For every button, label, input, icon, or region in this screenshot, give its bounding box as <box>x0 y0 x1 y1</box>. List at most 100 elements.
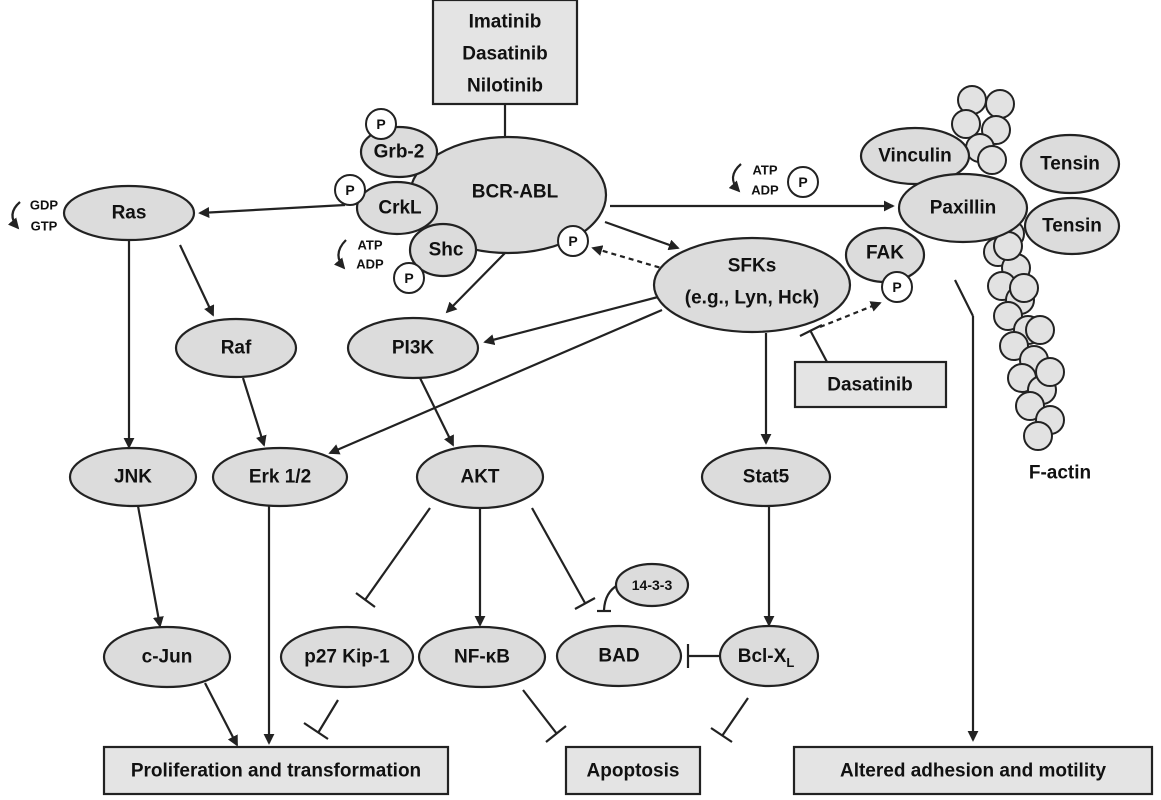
node-bclxl <box>718 624 820 688</box>
node-tensin-right-label: Tensin <box>1042 216 1102 237</box>
node-bcr-abl-label: BCR-ABL <box>472 182 559 203</box>
curl-gdp-gtp <box>7 201 21 230</box>
edge-sfks-pi3k <box>483 295 659 346</box>
node-14-3-3-label: 14-3-3 <box>632 577 673 593</box>
node-14-3-3 <box>614 562 690 608</box>
node-akt <box>415 444 545 510</box>
drug-box-top: Imatinib Dasatinib Nilotinib <box>431 0 579 106</box>
node-shc <box>408 222 478 278</box>
node-bad-label: BAD <box>598 646 639 667</box>
node-erk <box>211 446 349 508</box>
inhibit-p27-proliferation <box>317 699 339 734</box>
node-paxillin <box>897 172 1029 244</box>
node-vinculin-label: Vinculin <box>878 146 952 167</box>
node-nfkb-label: NF-κB <box>454 647 510 668</box>
phospho-fak <box>881 271 913 303</box>
node-bclxl-subscript: L <box>786 655 794 670</box>
node-jnk <box>68 446 198 508</box>
phospho-shc <box>393 262 425 294</box>
edges <box>123 104 979 747</box>
node-p27 <box>279 625 415 689</box>
actin-bead <box>1023 421 1053 451</box>
edge-paxillin-adhesion-branch <box>954 279 974 317</box>
node-akt-label: AKT <box>460 467 499 488</box>
atp-label-shc: ATP <box>357 238 382 253</box>
inhibit-bclxl-apoptosis <box>721 697 749 737</box>
inhibit-nfkb-apoptosis <box>522 689 558 735</box>
edge-jnk-cjun <box>136 505 164 628</box>
node-ras-label: Ras <box>112 203 147 224</box>
node-sfks <box>652 236 852 334</box>
node-sfks-label: SFKs <box>728 256 777 277</box>
node-pi3k <box>346 316 480 380</box>
f-actin-chain <box>951 85 1065 451</box>
phospho-shc-label: P <box>404 270 413 286</box>
phospho-fak-label: P <box>892 279 901 295</box>
node-bclxl-main: Bcl-X <box>738 646 787 667</box>
node-crkl-label: CrkL <box>378 198 422 219</box>
phospho-grb2-label: P <box>376 116 385 132</box>
drug-label-nilotinib: Nilotinib <box>467 76 543 97</box>
node-paxillin-label: Paxillin <box>930 198 997 219</box>
phospho-crkl-label: P <box>345 182 354 198</box>
drug-box-dasatinib-label: Dasatinib <box>827 375 913 396</box>
phospho-free <box>787 166 819 198</box>
drug-box-frame <box>431 0 579 106</box>
inhibit-bclxl-apoptosis-bar <box>710 727 733 743</box>
actin-bead <box>951 109 981 139</box>
inhibit-akt-p27 <box>364 507 431 601</box>
edge-sfks-fak-phospho <box>819 301 882 329</box>
outcome-apoptosis-label: Apoptosis <box>587 761 680 782</box>
f-actin-label: F-actin <box>1029 463 1091 484</box>
node-tensin-top <box>1019 133 1121 195</box>
node-erk-label: Erk 1/2 <box>249 467 311 488</box>
edge-pi3k-akt <box>419 377 454 447</box>
inhibit-akt-p27-bar <box>355 592 376 608</box>
curl-atp-adp-paxillin <box>728 163 742 193</box>
node-cjun <box>102 625 232 689</box>
node-fak-label: FAK <box>866 243 904 264</box>
node-vinculin <box>859 126 971 186</box>
inhibit-dasatinib-sfks-bar <box>799 324 823 337</box>
bcr-abl-complex: BCR-ABL Grb-2 CrkL Shc P P P P <box>334 108 608 294</box>
phospho-bcr-abl <box>557 225 589 257</box>
node-bad <box>555 624 683 688</box>
node-bclxl-label: Bcl-XL <box>738 646 795 670</box>
actin-bead <box>1009 273 1039 303</box>
edge-sfks-erk <box>328 308 663 455</box>
node-p27-label: p27 Kip-1 <box>304 647 390 668</box>
node-ras <box>62 184 196 242</box>
edge-ras-raf <box>179 244 215 317</box>
node-stat5-label: Stat5 <box>743 467 790 488</box>
node-sfks-sublabel: (e.g., Lyn, Hck) <box>685 288 819 309</box>
phospho-bcr-abl-label: P <box>568 233 577 249</box>
nucleotide-labels: GDP GTP ATP ADP ATP ADP P <box>30 163 819 272</box>
gtp-label: GTP <box>31 219 58 234</box>
inhibit-dasatinib-sfks <box>809 329 828 363</box>
inhibit-akt-bad <box>531 507 586 604</box>
node-grb2-label: Grb-2 <box>374 142 425 163</box>
node-tensin-right <box>1023 196 1121 256</box>
edge-bcrabl-sfks <box>604 220 680 251</box>
curl-atp-adp-shc <box>333 239 347 270</box>
node-pi3k-label: PI3K <box>392 338 435 359</box>
nucleotide-curls <box>7 163 742 270</box>
inhibit-nfkb-apoptosis-bar <box>545 725 567 743</box>
adp-label-shc: ADP <box>356 257 384 272</box>
phospho-grb2 <box>365 108 397 140</box>
drug-label-dasatinib: Dasatinib <box>462 44 548 65</box>
phospho-free-label: P <box>798 174 807 190</box>
outcome-box-apoptosis <box>564 745 702 796</box>
node-jnk-label: JNK <box>114 467 152 488</box>
outcome-adhesion-label: Altered adhesion and motility <box>840 761 1106 782</box>
node-tensin-top-label: Tensin <box>1040 154 1100 175</box>
inhibit-akt-bad-bar <box>574 597 596 610</box>
actin-bead <box>1035 357 1065 387</box>
node-raf <box>174 317 298 379</box>
node-crkl <box>355 180 439 236</box>
node-shc-label: Shc <box>429 240 464 261</box>
outcome-box-adhesion <box>792 745 1154 796</box>
edge-bcrabl-pi3k <box>445 252 506 314</box>
